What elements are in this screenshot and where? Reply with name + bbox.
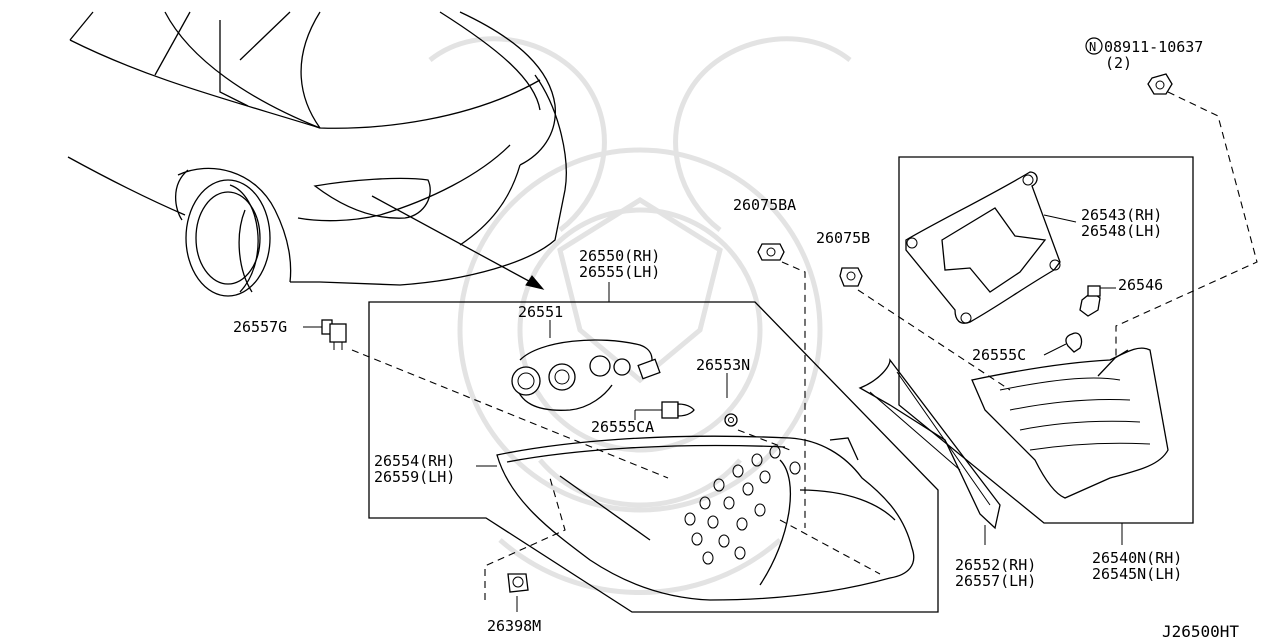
grommet-26075b [839, 267, 863, 287]
label-26550: 26550(RH) [579, 247, 660, 265]
label-26559: 26559(LH) [374, 468, 455, 486]
harness-sockets [511, 339, 661, 411]
leader-lines [303, 214, 1123, 612]
inner-lamp-assembly-box [898, 156, 1194, 524]
label-26554: 26554(RH) [374, 452, 455, 470]
label-26548: 26548(LH) [1081, 222, 1162, 240]
label-26557: 26557(LH) [955, 572, 1036, 590]
bulb-26555ca [661, 401, 695, 419]
gasket-26543 [905, 171, 1061, 324]
bulb-26555c [1065, 332, 1083, 353]
diagram-id: J26500HT [1162, 622, 1239, 639]
label-26075b: 26075B [816, 229, 870, 247]
nut-qty-text: (2) [1105, 54, 1132, 72]
label-26540n: 26540N(RH) [1092, 549, 1182, 567]
rear-combination-lamp [496, 435, 915, 601]
label-26543: 26543(RH) [1081, 206, 1162, 224]
callout-labels: N 08911-10637 (2) 26543(RH) 26548(LH) 26… [233, 37, 1239, 639]
dashed-guides [351, 91, 1258, 600]
location-arrow [371, 195, 545, 290]
vehicle-rear-outline [67, 11, 567, 297]
label-26555ca: 26555CA [591, 418, 654, 436]
label-26546: 26546 [1118, 276, 1163, 294]
label-26551: 26551 [518, 303, 563, 321]
seal-26553n [724, 413, 738, 427]
watermark-emblem [428, 36, 852, 595]
clip-26398m [507, 573, 529, 593]
label-26552: 26552(RH) [955, 556, 1036, 574]
label-26553n: 26553N [696, 356, 750, 374]
clip-26557g [321, 319, 347, 350]
grommet-26075ba [757, 243, 785, 261]
label-26555: 26555(LH) [579, 263, 660, 281]
label-26398m: 26398M [487, 617, 541, 635]
nut-callout: N 08911-10637 (2) [1085, 37, 1203, 72]
lamp-assembly-box [368, 301, 939, 613]
nut-part-text: 08911-10637 [1104, 38, 1203, 56]
nut-code-text: N [1089, 40, 1096, 54]
label-26545n: 26545N(LH) [1092, 565, 1182, 583]
label-26555c: 26555C [972, 346, 1026, 364]
lamp-lens-dots [684, 445, 801, 565]
nut-08911 [1147, 73, 1173, 95]
label-26557g: 26557G [233, 318, 287, 336]
label-26075ba: 26075BA [733, 196, 796, 214]
inner-lamp-26540n [971, 347, 1169, 499]
finisher-26552 [858, 358, 1001, 530]
socket-26546 [1079, 285, 1101, 317]
